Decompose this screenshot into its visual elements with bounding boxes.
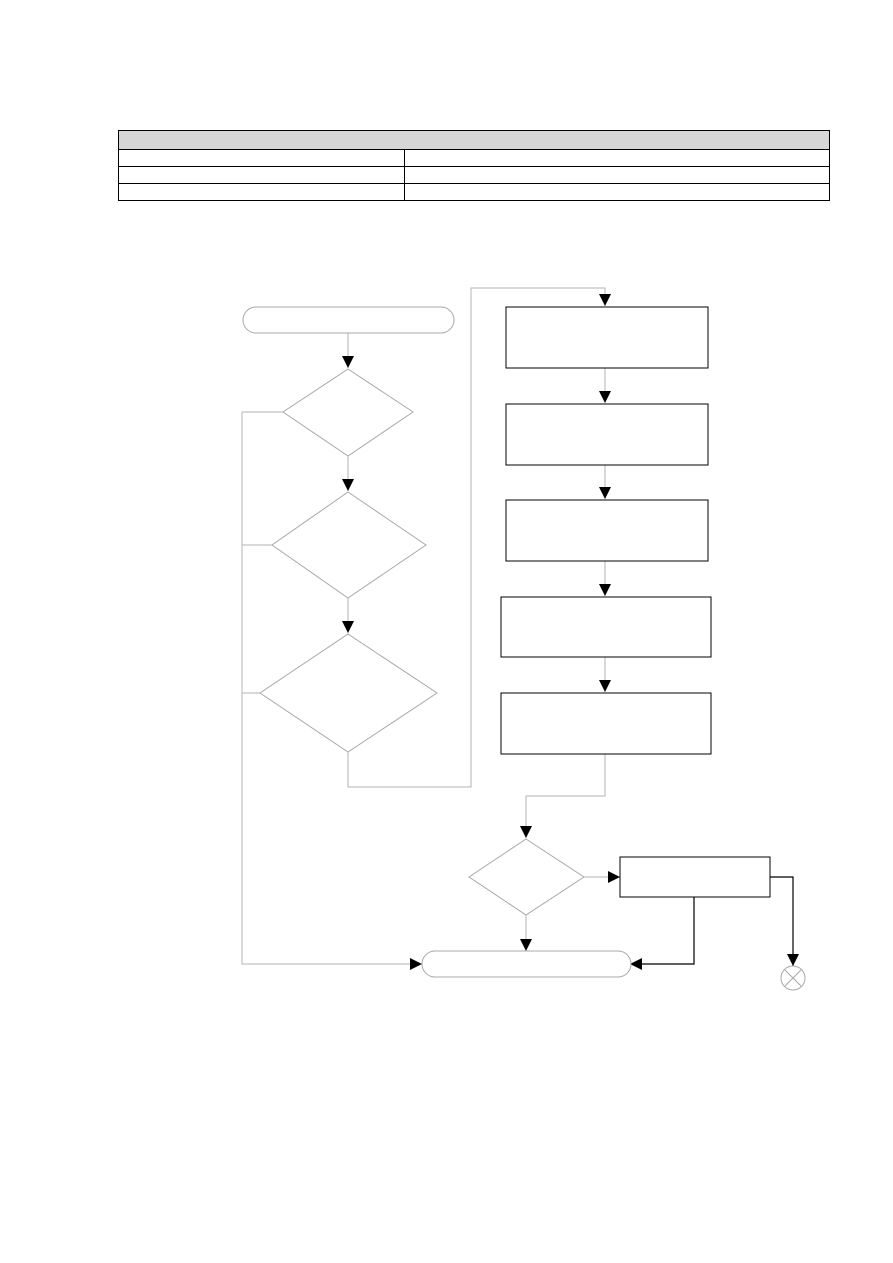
info-table [118,130,830,201]
dark-connector-lines [630,876,799,970]
table-header-row [118,130,830,150]
process-1 [505,306,709,369]
process-3 [505,499,709,562]
cross-circle-icon [780,965,806,991]
connector-process-6-to-end [630,897,695,970]
table-header [118,130,830,150]
table-row [118,183,830,201]
decision-1 [282,368,414,457]
process-2 [505,403,709,466]
process-4 [500,596,712,658]
decision-2 [271,491,427,599]
connector-bypass-to-end [241,412,422,970]
connector-process-5-to-decision-4 [520,754,606,838]
end-terminator [421,950,632,978]
connector-process-6-to-off-page [770,876,799,966]
process-5 [500,692,712,755]
decision-4 [468,838,585,916]
decision-3 [259,633,438,753]
connector-lines [241,287,620,970]
table-row [118,166,830,184]
start-terminator [242,306,455,334]
connector-decision-3-to-process-1 [347,287,611,788]
table-cell [404,183,830,201]
process-6 [619,856,771,898]
